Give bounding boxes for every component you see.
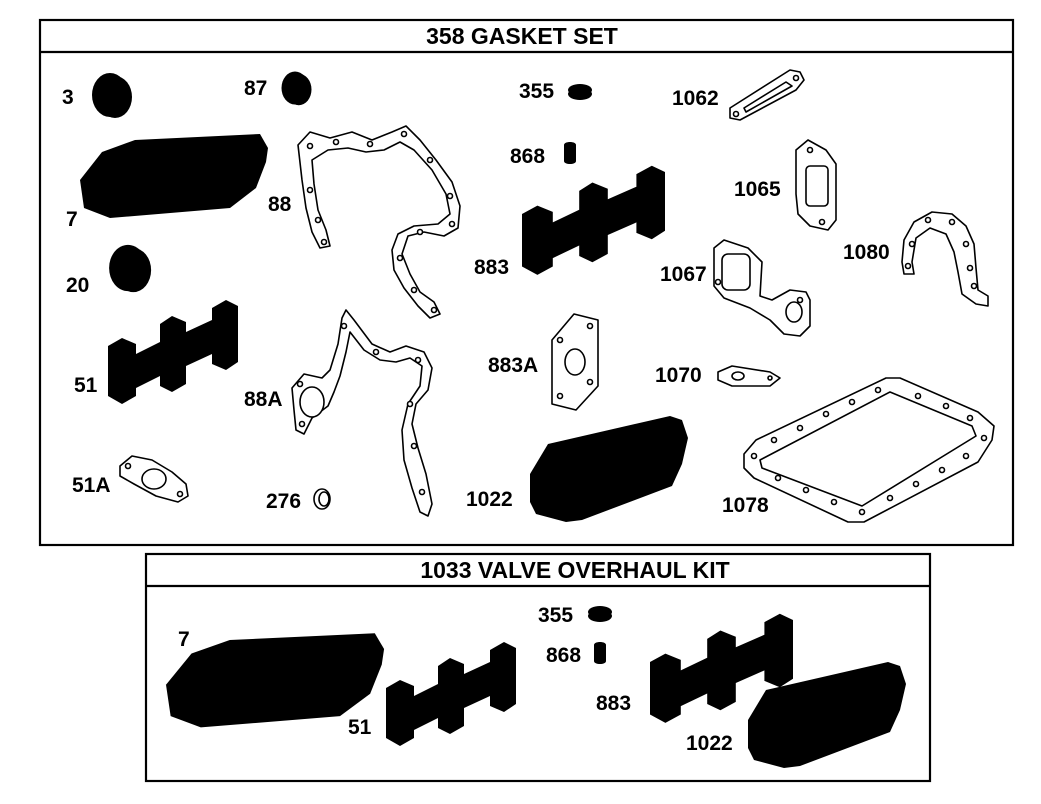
part-label-1078: 1078 bbox=[722, 494, 769, 517]
part-label-883A: 883A bbox=[488, 354, 538, 377]
part-label-1062: 1062 bbox=[672, 87, 719, 110]
gasket-1070-shape bbox=[717, 365, 781, 387]
part-label-868: 868 bbox=[546, 644, 581, 667]
kit-title: 358 GASKET SET bbox=[426, 23, 618, 49]
part-label-355: 355 bbox=[519, 80, 554, 103]
manifold-51-shape bbox=[386, 642, 516, 746]
part-label-88: 88 bbox=[268, 193, 292, 216]
seal-87-shape bbox=[281, 71, 312, 106]
manifold-883-shape bbox=[522, 165, 665, 275]
head-gasket-7-shape bbox=[80, 134, 268, 218]
gasket-1078-shape bbox=[743, 377, 995, 523]
head-gasket-7-shape bbox=[166, 633, 385, 728]
part-label-87: 87 bbox=[244, 77, 267, 100]
part-label-20: 20 bbox=[66, 274, 89, 297]
ring-276-shape bbox=[313, 488, 331, 510]
seal-868-shape bbox=[594, 642, 606, 664]
gasket-883A-shape bbox=[551, 313, 599, 411]
gasket-1067-shape bbox=[713, 239, 811, 337]
seal-868-shape bbox=[564, 142, 576, 164]
part-label-355: 355 bbox=[538, 604, 573, 627]
gasket-1080-shape bbox=[901, 211, 989, 307]
part-label-1080: 1080 bbox=[843, 241, 890, 264]
part-label-1065: 1065 bbox=[734, 178, 781, 201]
part-label-1022: 1022 bbox=[686, 732, 733, 755]
gasket-88-shape bbox=[297, 125, 461, 319]
gasket-1062-shape bbox=[729, 69, 805, 121]
part-label-1070: 1070 bbox=[655, 364, 702, 387]
seal-20-shape bbox=[109, 244, 152, 293]
part-label-1022: 1022 bbox=[466, 488, 513, 511]
part-label-7: 7 bbox=[66, 208, 78, 231]
part-label-51: 51 bbox=[74, 374, 98, 397]
part-label-3: 3 bbox=[62, 86, 74, 109]
part-label-868: 868 bbox=[510, 145, 545, 168]
part-label-883: 883 bbox=[596, 692, 631, 715]
washer-355-shape bbox=[568, 84, 592, 100]
part-label-883: 883 bbox=[474, 256, 509, 279]
gasket-1065-shape bbox=[795, 139, 837, 231]
gasket-51A-shape bbox=[119, 455, 189, 503]
part-label-7: 7 bbox=[178, 628, 190, 651]
part-label-51: 51 bbox=[348, 716, 372, 739]
seal-3-shape bbox=[92, 73, 132, 118]
kit-title: 1033 VALVE OVERHAUL KIT bbox=[420, 557, 729, 583]
ring-1022-shape bbox=[530, 416, 688, 522]
part-label-276: 276 bbox=[266, 490, 301, 513]
kit-valve-overhaul: 1033 VALVE OVERHAUL KIT 7 355 868 883 51… bbox=[144, 552, 932, 783]
part-label-1067: 1067 bbox=[660, 263, 707, 286]
part-label-88A: 88A bbox=[244, 388, 283, 411]
washer-355-shape bbox=[588, 606, 612, 622]
kit-gasket-set: 358 GASKET SET 3 87 355 1062 868 7 bbox=[38, 18, 1015, 547]
manifold-51-shape bbox=[108, 300, 238, 404]
part-label-51A: 51A bbox=[72, 474, 111, 497]
gasket-88A-shape bbox=[291, 309, 433, 517]
